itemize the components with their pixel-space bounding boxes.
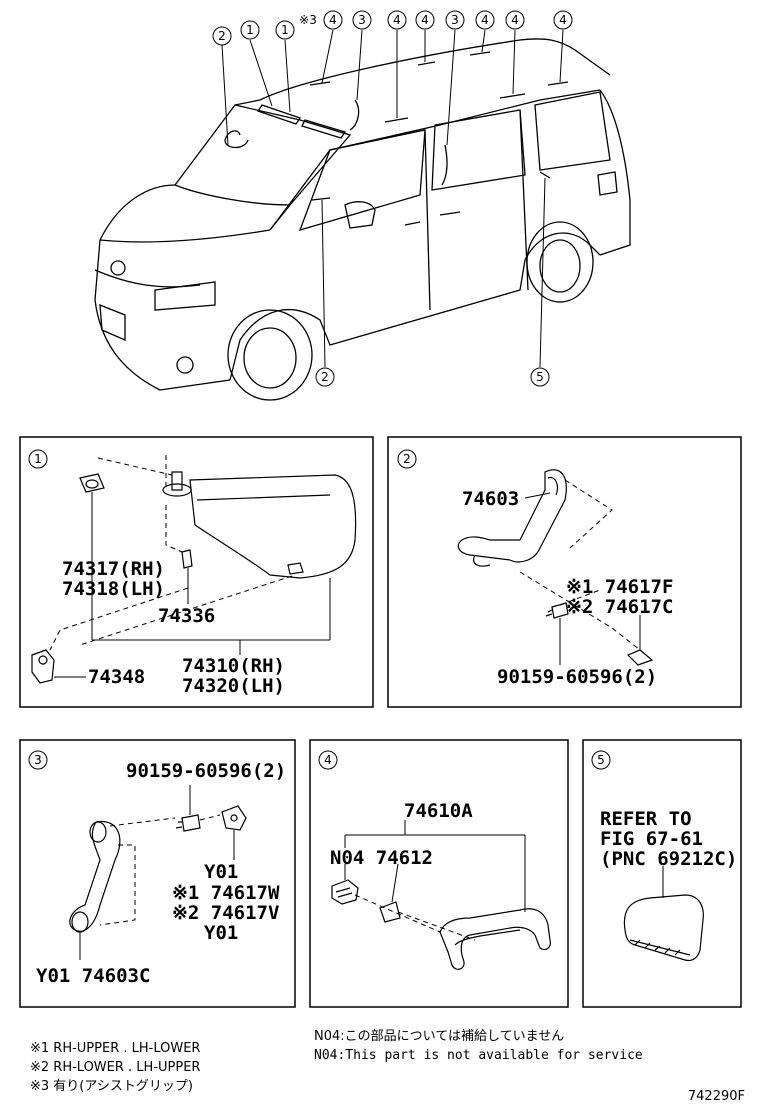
callout-label: 4	[559, 13, 567, 27]
part-label: 74310(RH)	[182, 655, 285, 677]
callout-label: 4	[481, 13, 489, 27]
panel-badge: 1	[34, 452, 42, 466]
callout-label: ※3	[299, 13, 317, 27]
panel-4: 4 74610A N04 74612	[309, 739, 569, 1008]
callout-circle	[505, 10, 525, 30]
panel-badge: 5	[597, 753, 605, 767]
part-label: 74610A	[404, 800, 473, 822]
callout-label: 1	[246, 23, 254, 37]
vehicle-illustration	[94, 38, 631, 401]
panel-3: 3 90159-60596(2) Y01 ※1 74617W ※2 74617V	[19, 739, 296, 1008]
footnote: ※1 RH-UPPER . LH-LOWER	[30, 1041, 200, 1056]
callout-label: 4	[393, 13, 401, 27]
part-label: ※1 74617F	[566, 576, 673, 598]
part-label: 74320(LH)	[182, 675, 285, 697]
callout-label: 2	[218, 29, 226, 43]
part-label: Y01 74603C	[36, 965, 150, 987]
panel-5: 5 REFER TO FIG 67-61 (PNC 69212C)	[582, 739, 742, 1008]
callout-circle	[387, 10, 407, 30]
footnote: N04:This part is not available for servi…	[314, 1048, 643, 1063]
callout-circle	[475, 10, 495, 30]
panel-badge: 4	[324, 753, 332, 767]
callout-circle	[352, 10, 372, 30]
top-callouts	[212, 10, 573, 387]
part-label: 90159-60596(2)	[497, 666, 657, 688]
callout-label: 1	[281, 23, 289, 37]
callout-leaders	[221, 29, 564, 368]
part-label: ※2 74617C	[566, 596, 673, 618]
footnote: N04:この部品については補給していません	[314, 1029, 564, 1044]
part-label: 74603	[462, 488, 519, 510]
reference-line: (PNC 69212C)	[600, 848, 737, 870]
part-label: Y01	[204, 861, 238, 883]
part-label: Y01	[204, 922, 238, 944]
callout-circle	[275, 20, 295, 40]
panel-badge: 3	[34, 753, 42, 767]
callout-label: 3	[451, 13, 459, 27]
part-label: 74318(LH)	[62, 578, 165, 600]
part-label: 74336	[158, 605, 215, 627]
callout-label: 5	[536, 370, 544, 384]
callout-label: 4	[329, 13, 337, 27]
callout-circle	[240, 20, 260, 40]
panel-2: 2 74603 ※1 74617F ※2 74617C 90159-60596(…	[387, 436, 742, 708]
callout-circle	[415, 10, 435, 30]
panel-badge: 2	[403, 452, 411, 466]
reference-line: REFER TO	[600, 808, 692, 830]
callout-circle	[323, 10, 343, 30]
callout-label: 3	[358, 13, 366, 27]
top-callout-labels: 2 1 1 ※3 4 3 4 4 3 4 4 4 2 5	[218, 13, 567, 384]
part-label: 74348	[88, 666, 145, 688]
reference-line: FIG 67-61	[600, 828, 703, 850]
callout-circle	[553, 10, 573, 30]
footnote: ※3 有り(アシストグリップ)	[30, 1079, 193, 1094]
callout-label: 2	[321, 370, 329, 384]
part-label: 74317(RH)	[62, 558, 165, 580]
footnotes: ※1 RH-UPPER . LH-LOWER ※2 RH-LOWER . LH-…	[30, 1029, 745, 1104]
part-label: N04 74612	[330, 847, 433, 869]
part-label: ※2 74617V	[172, 902, 279, 924]
figure-code: 742290F	[688, 1089, 745, 1104]
callout-label: 4	[421, 13, 429, 27]
callout-circle	[530, 367, 550, 387]
callout-circle	[315, 367, 335, 387]
callout-label: 4	[511, 13, 519, 27]
callout-circle	[212, 26, 232, 46]
footnote: ※2 RH-LOWER . LH-UPPER	[30, 1060, 200, 1075]
callout-circle	[445, 10, 465, 30]
part-label: ※1 74617W	[172, 882, 280, 904]
part-label: 90159-60596(2)	[126, 760, 286, 782]
panel-1: 1	[19, 436, 374, 708]
